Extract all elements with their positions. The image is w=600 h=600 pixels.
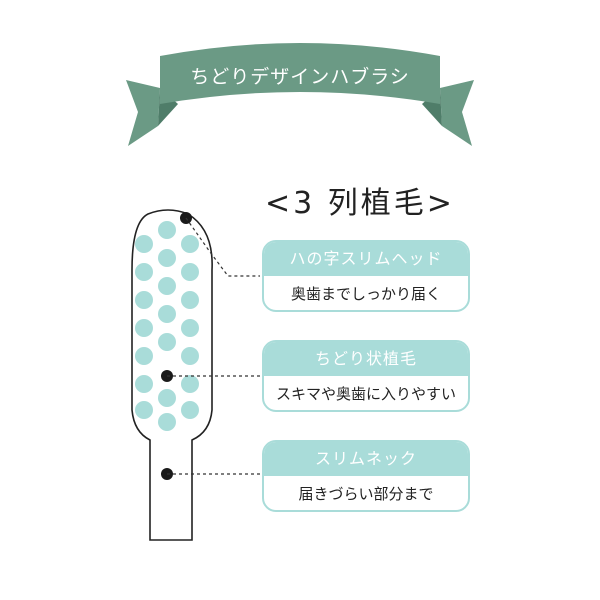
feature-title: ハの字スリムヘッド [264, 242, 468, 276]
heading: <3 列植毛> [265, 186, 455, 221]
feature-title: スリムネック [264, 442, 468, 476]
bristle-dot [158, 389, 176, 407]
bristle-dot [135, 235, 153, 253]
feature-card-head: ハの字スリムヘッド 奥歯までしっかり届く [262, 240, 470, 312]
bristle-dot [135, 347, 153, 365]
feature-description: 奥歯までしっかり届く [290, 285, 441, 303]
bristle-dot [181, 263, 199, 281]
feature-card-neck: スリムネック 届きづらい部分まで [262, 440, 470, 512]
ribbon-left-tail [126, 80, 160, 146]
feature-card-bristles: ちどり状植毛 スキマや奥歯に入りやすい [262, 340, 470, 412]
bristle-dot [135, 319, 153, 337]
banner-title: ちどりデザインハブラシ [190, 66, 410, 88]
bristle-dot [135, 263, 153, 281]
bristle-dot [158, 221, 176, 239]
bristle-dot [181, 319, 199, 337]
bristle-dot [181, 375, 199, 393]
feature-description: スキマや奥歯に入りやすい [275, 385, 456, 403]
bristle-dot [158, 249, 176, 267]
toothbrush-illustration [131, 209, 260, 541]
feature-title: ちどり状植毛 [264, 342, 468, 376]
bristle-dot [158, 333, 176, 351]
bristle-dot [181, 235, 199, 253]
bristle-dot [158, 277, 176, 295]
feature-description: 届きづらい部分まで [298, 485, 434, 503]
bristle-dot [181, 401, 199, 419]
leader-line-head [185, 217, 260, 277]
bristle-dot [135, 401, 153, 419]
bristle-dot [158, 413, 176, 431]
bristle-dot [135, 375, 153, 393]
bristle-dot [181, 291, 199, 309]
ribbon-right-tail [440, 80, 474, 146]
ribbon-band [160, 43, 440, 104]
bristle-dot [158, 305, 176, 323]
bristle-dots [135, 221, 199, 431]
bristle-dot [135, 291, 153, 309]
bristle-dot [181, 347, 199, 365]
ribbon-banner [126, 43, 474, 146]
